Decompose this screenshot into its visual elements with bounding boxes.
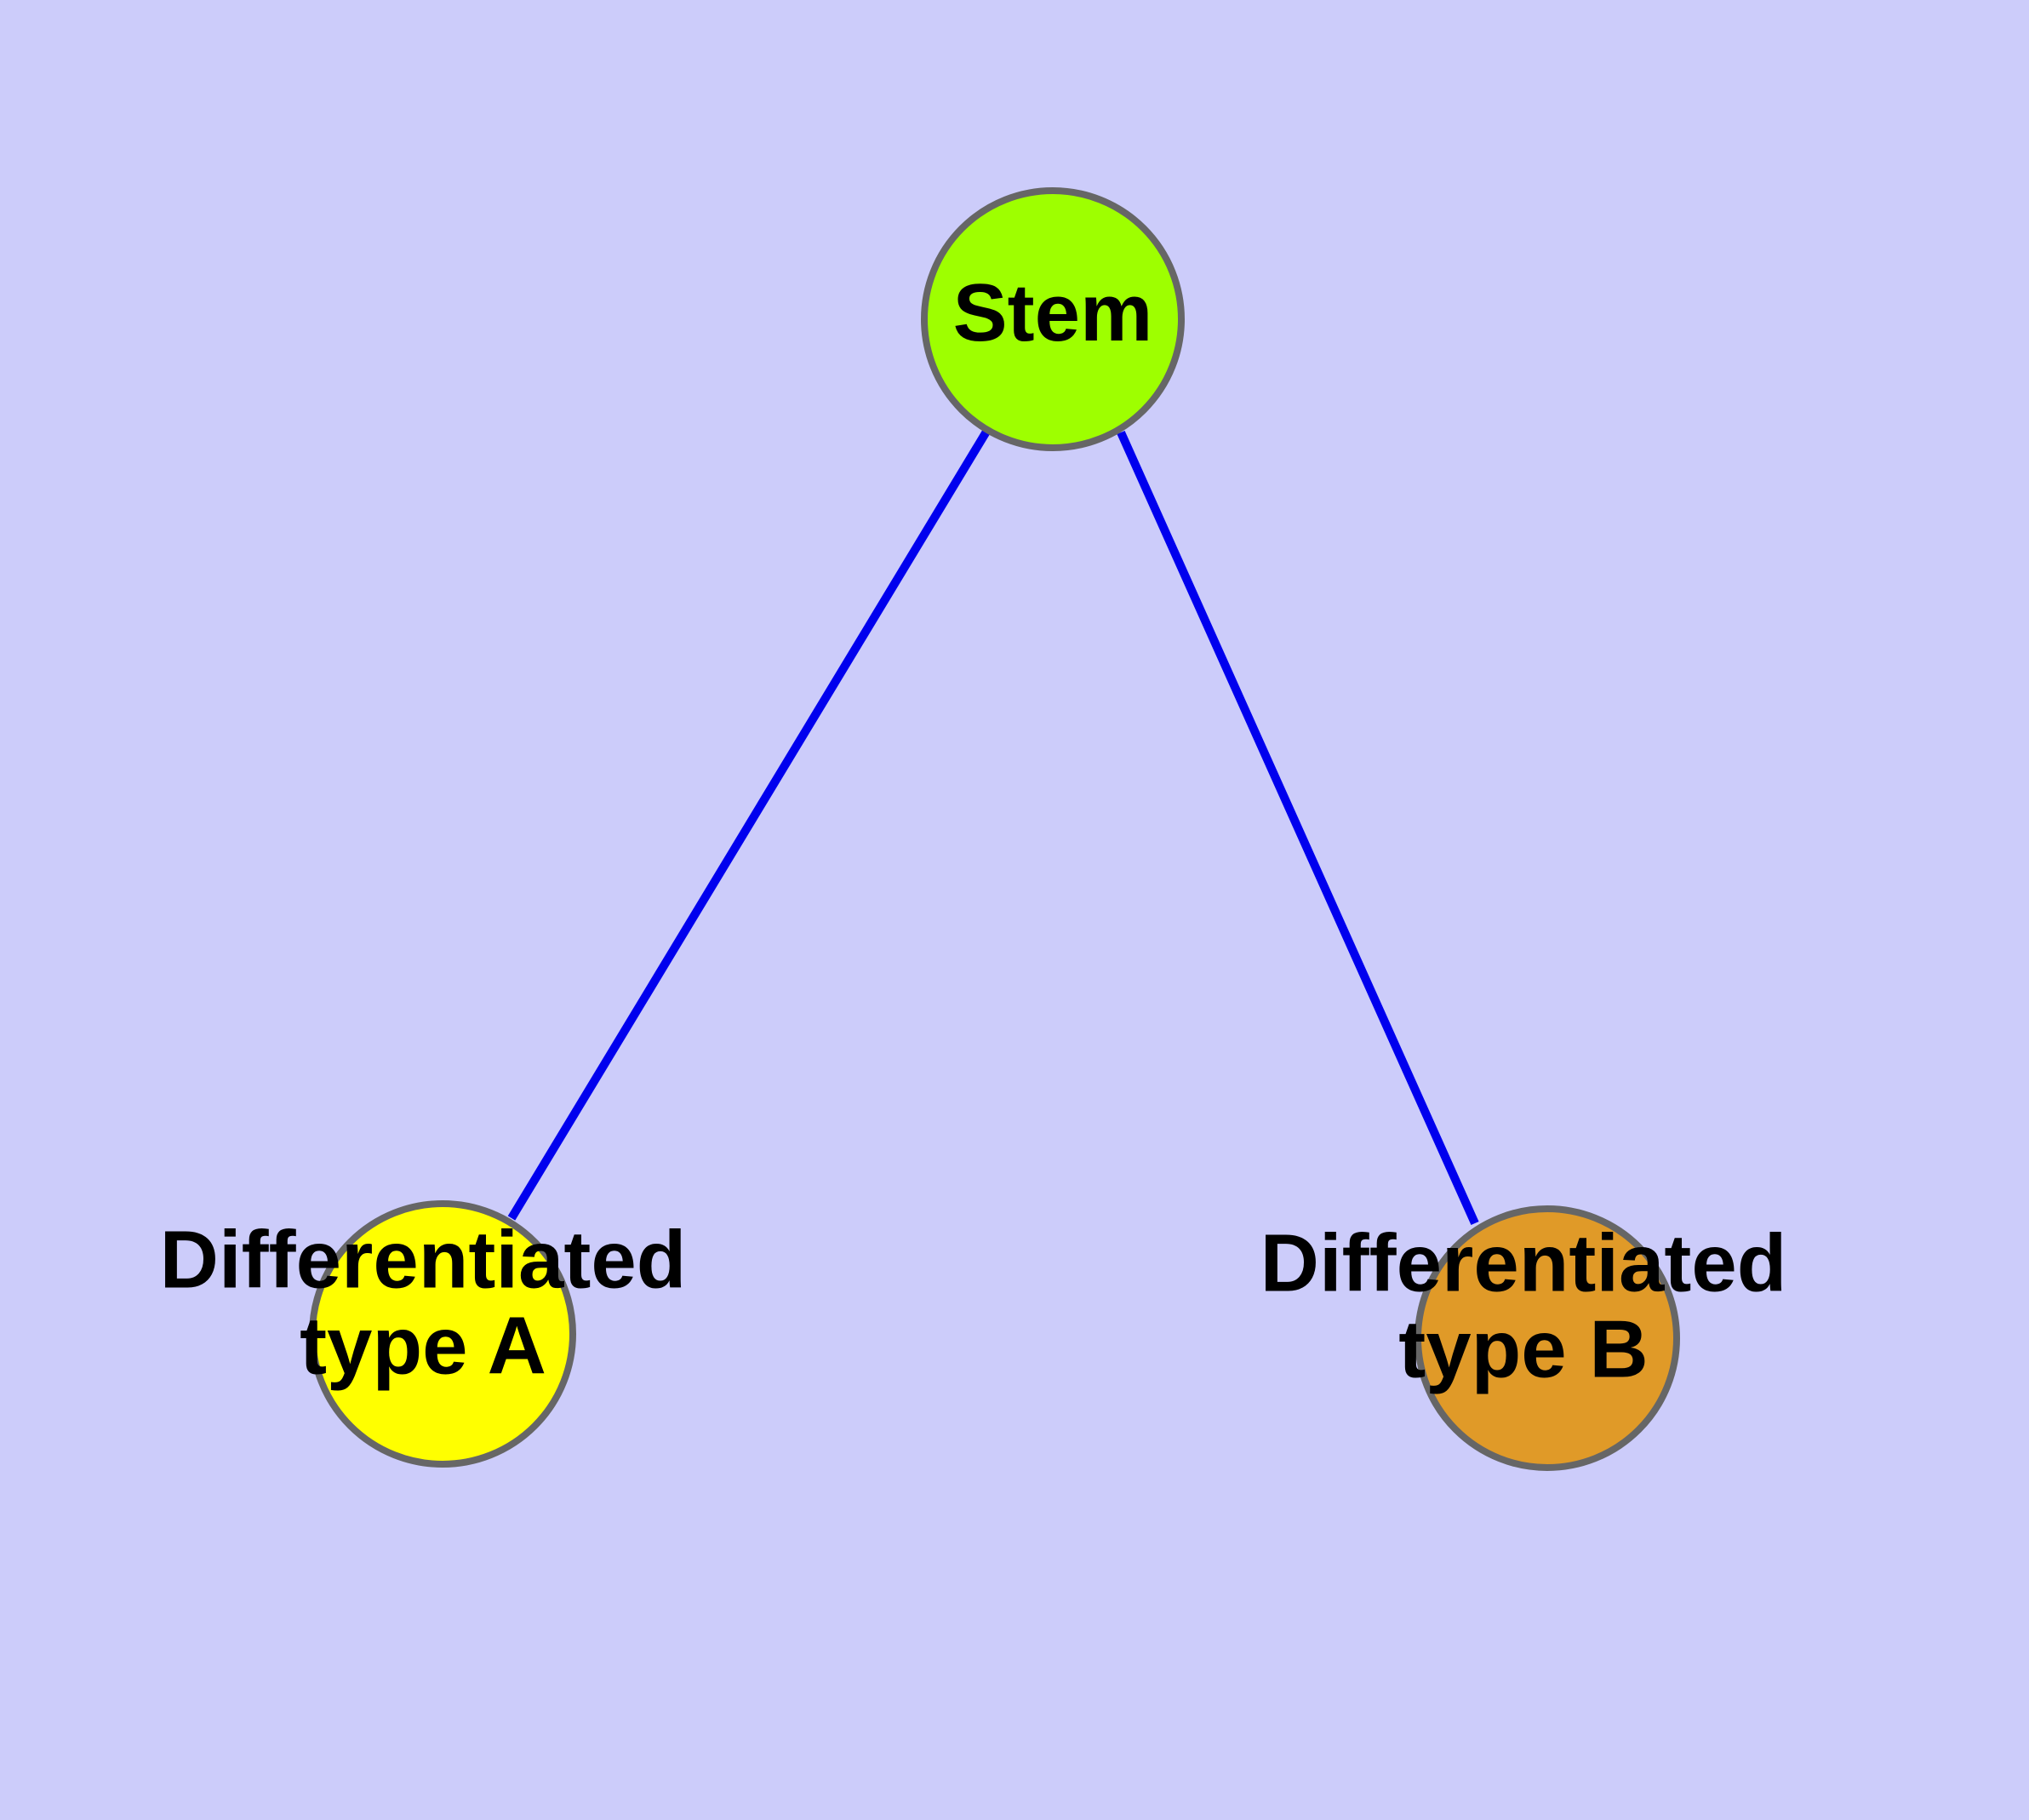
- node-diff_b[interactable]: [1415, 1205, 1680, 1471]
- edge-stem-diff_a[interactable]: [507, 429, 991, 1221]
- edge-stem-diff_b[interactable]: [1117, 430, 1479, 1226]
- node-label-line: type B: [1398, 1304, 1648, 1395]
- node-label-line: Differentiated: [1260, 1218, 1787, 1309]
- node-label-stem: Stem: [953, 267, 1153, 358]
- node-label-line: Stem: [953, 267, 1153, 358]
- node-diff_a[interactable]: [309, 1200, 576, 1468]
- edges-group: [507, 429, 1479, 1226]
- node-label-line: type A: [300, 1301, 546, 1392]
- nodes-group: [309, 187, 1680, 1471]
- node-stem[interactable]: [921, 187, 1185, 451]
- node-label-line: Differentiated: [160, 1215, 687, 1306]
